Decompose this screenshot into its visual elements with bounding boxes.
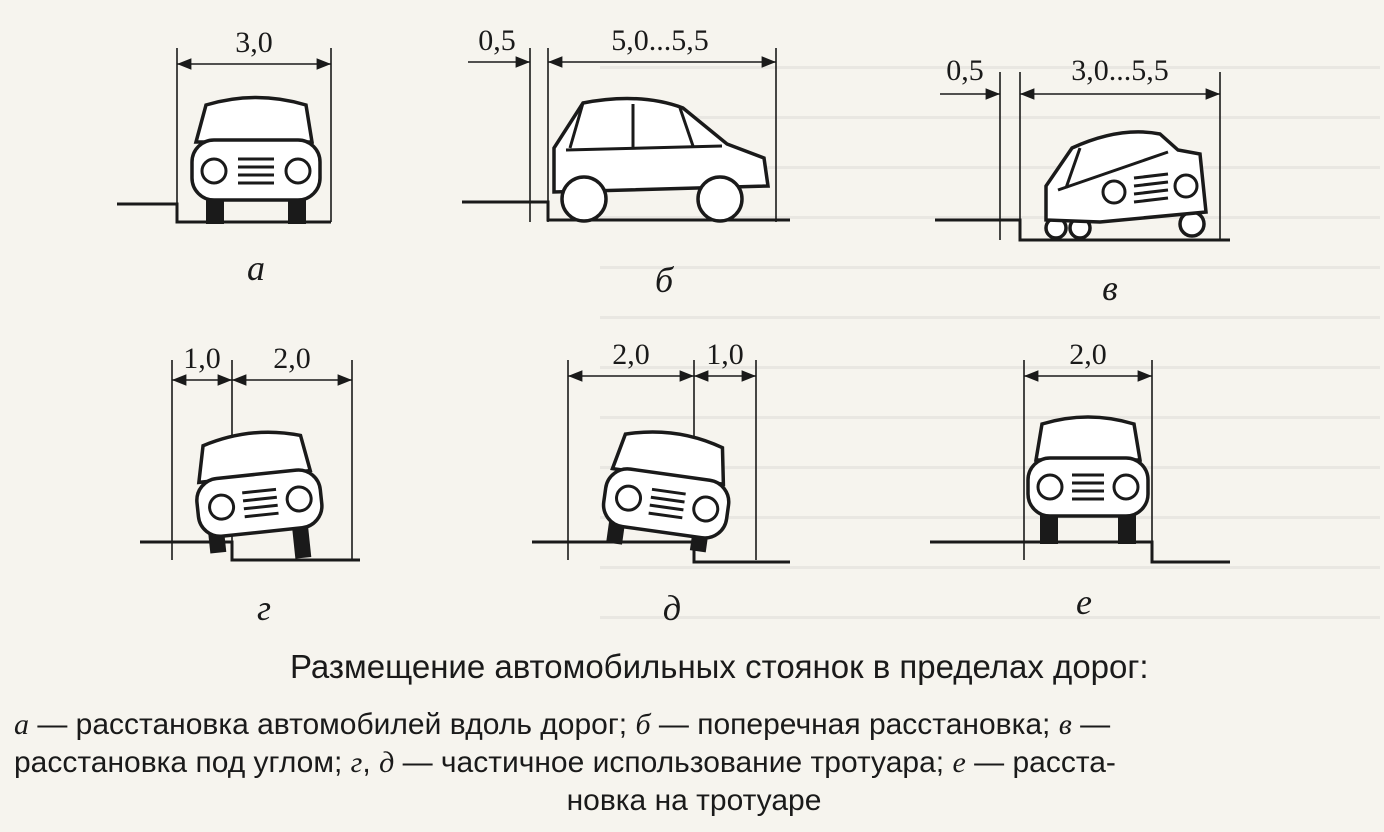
scheme-letter: в bbox=[1102, 268, 1118, 308]
curb-profile bbox=[140, 540, 360, 562]
curb-profile bbox=[117, 202, 331, 224]
legend-text-v: — bbox=[1071, 708, 1111, 741]
car-tilted-view bbox=[195, 430, 324, 559]
scheme-letter: б bbox=[655, 260, 675, 300]
caption-title: Размещение автомобильных стоянок в преде… bbox=[290, 648, 1149, 685]
legend-text-v-cont: расстановка под углом; bbox=[14, 746, 351, 779]
car-front-view bbox=[1026, 415, 1150, 544]
scheme-letter: е bbox=[1076, 582, 1092, 622]
dimension-label: 5,0...5,5 bbox=[611, 24, 709, 57]
dimension-label: 3,0 bbox=[235, 26, 273, 59]
dimension-label: 2,0 bbox=[1069, 338, 1107, 371]
scheme-e: 2,0 е bbox=[930, 338, 1230, 622]
scheme-g: 1,0 2,0 г bbox=[140, 342, 360, 628]
legend-text-gd: — частичное использование тротуара; bbox=[394, 746, 953, 779]
legend-letter-v: в bbox=[1058, 708, 1072, 741]
scheme-letter: а bbox=[247, 248, 265, 288]
car-tilted-view bbox=[601, 430, 731, 553]
legend-text-e: — расста- bbox=[965, 746, 1116, 779]
scheme-v: 0,5 3,0...5,5 в bbox=[935, 54, 1230, 308]
legend-letter-a: а bbox=[14, 708, 29, 741]
dimension-label: 0,5 bbox=[946, 54, 984, 87]
legend-text-b: — поперечная расстановка; bbox=[650, 708, 1059, 741]
figure-caption: Размещение автомобильных стоянок в преде… bbox=[0, 640, 1384, 832]
dimension-label: 1,0 bbox=[706, 338, 744, 371]
curb-profile bbox=[532, 540, 790, 564]
car-side-view bbox=[552, 96, 771, 223]
caption-legend: а — расстановка автомобилей вдоль дорог;… bbox=[14, 706, 1374, 820]
scheme-a: 3,0 а bbox=[117, 26, 332, 288]
dimension-label: 1,0 bbox=[183, 342, 221, 375]
parking-schemes-diagram: 3,0 а 0,5 5,0...5,5 bbox=[117, 24, 1230, 628]
legend-letter-g: г bbox=[350, 746, 363, 779]
legend-letter-b: б bbox=[635, 708, 651, 741]
caption-line-2: расстановка под углом; г, д — частичное … bbox=[14, 744, 1374, 782]
dimension-label: 2,0 bbox=[273, 342, 311, 375]
scheme-letter: г bbox=[257, 588, 271, 628]
curb-profile bbox=[462, 200, 790, 222]
scheme-d: 2,0 1,0 д bbox=[532, 338, 790, 628]
caption-line-1: а — расстановка автомобилей вдоль дорог;… bbox=[14, 706, 1374, 744]
car-angled-view bbox=[1044, 130, 1208, 240]
dimension-label: 0,5 bbox=[478, 24, 516, 57]
curb-profile bbox=[930, 540, 1230, 564]
legend-letter-e: е bbox=[952, 746, 966, 779]
curb-profile bbox=[935, 218, 1230, 242]
scheme-b: 0,5 5,0...5,5 б bbox=[462, 24, 790, 300]
car-front-view bbox=[190, 95, 322, 224]
scheme-letter: д bbox=[663, 588, 681, 628]
dimension-label: 2,0 bbox=[612, 338, 650, 371]
legend-letter-d: д bbox=[379, 746, 395, 779]
legend-text-a: — расстановка автомобилей вдоль дорог; bbox=[29, 708, 636, 741]
caption-line-3: новка на тротуаре bbox=[566, 784, 822, 817]
legend-sep: , bbox=[362, 746, 380, 779]
dimension-label: 3,0...5,5 bbox=[1071, 54, 1169, 87]
